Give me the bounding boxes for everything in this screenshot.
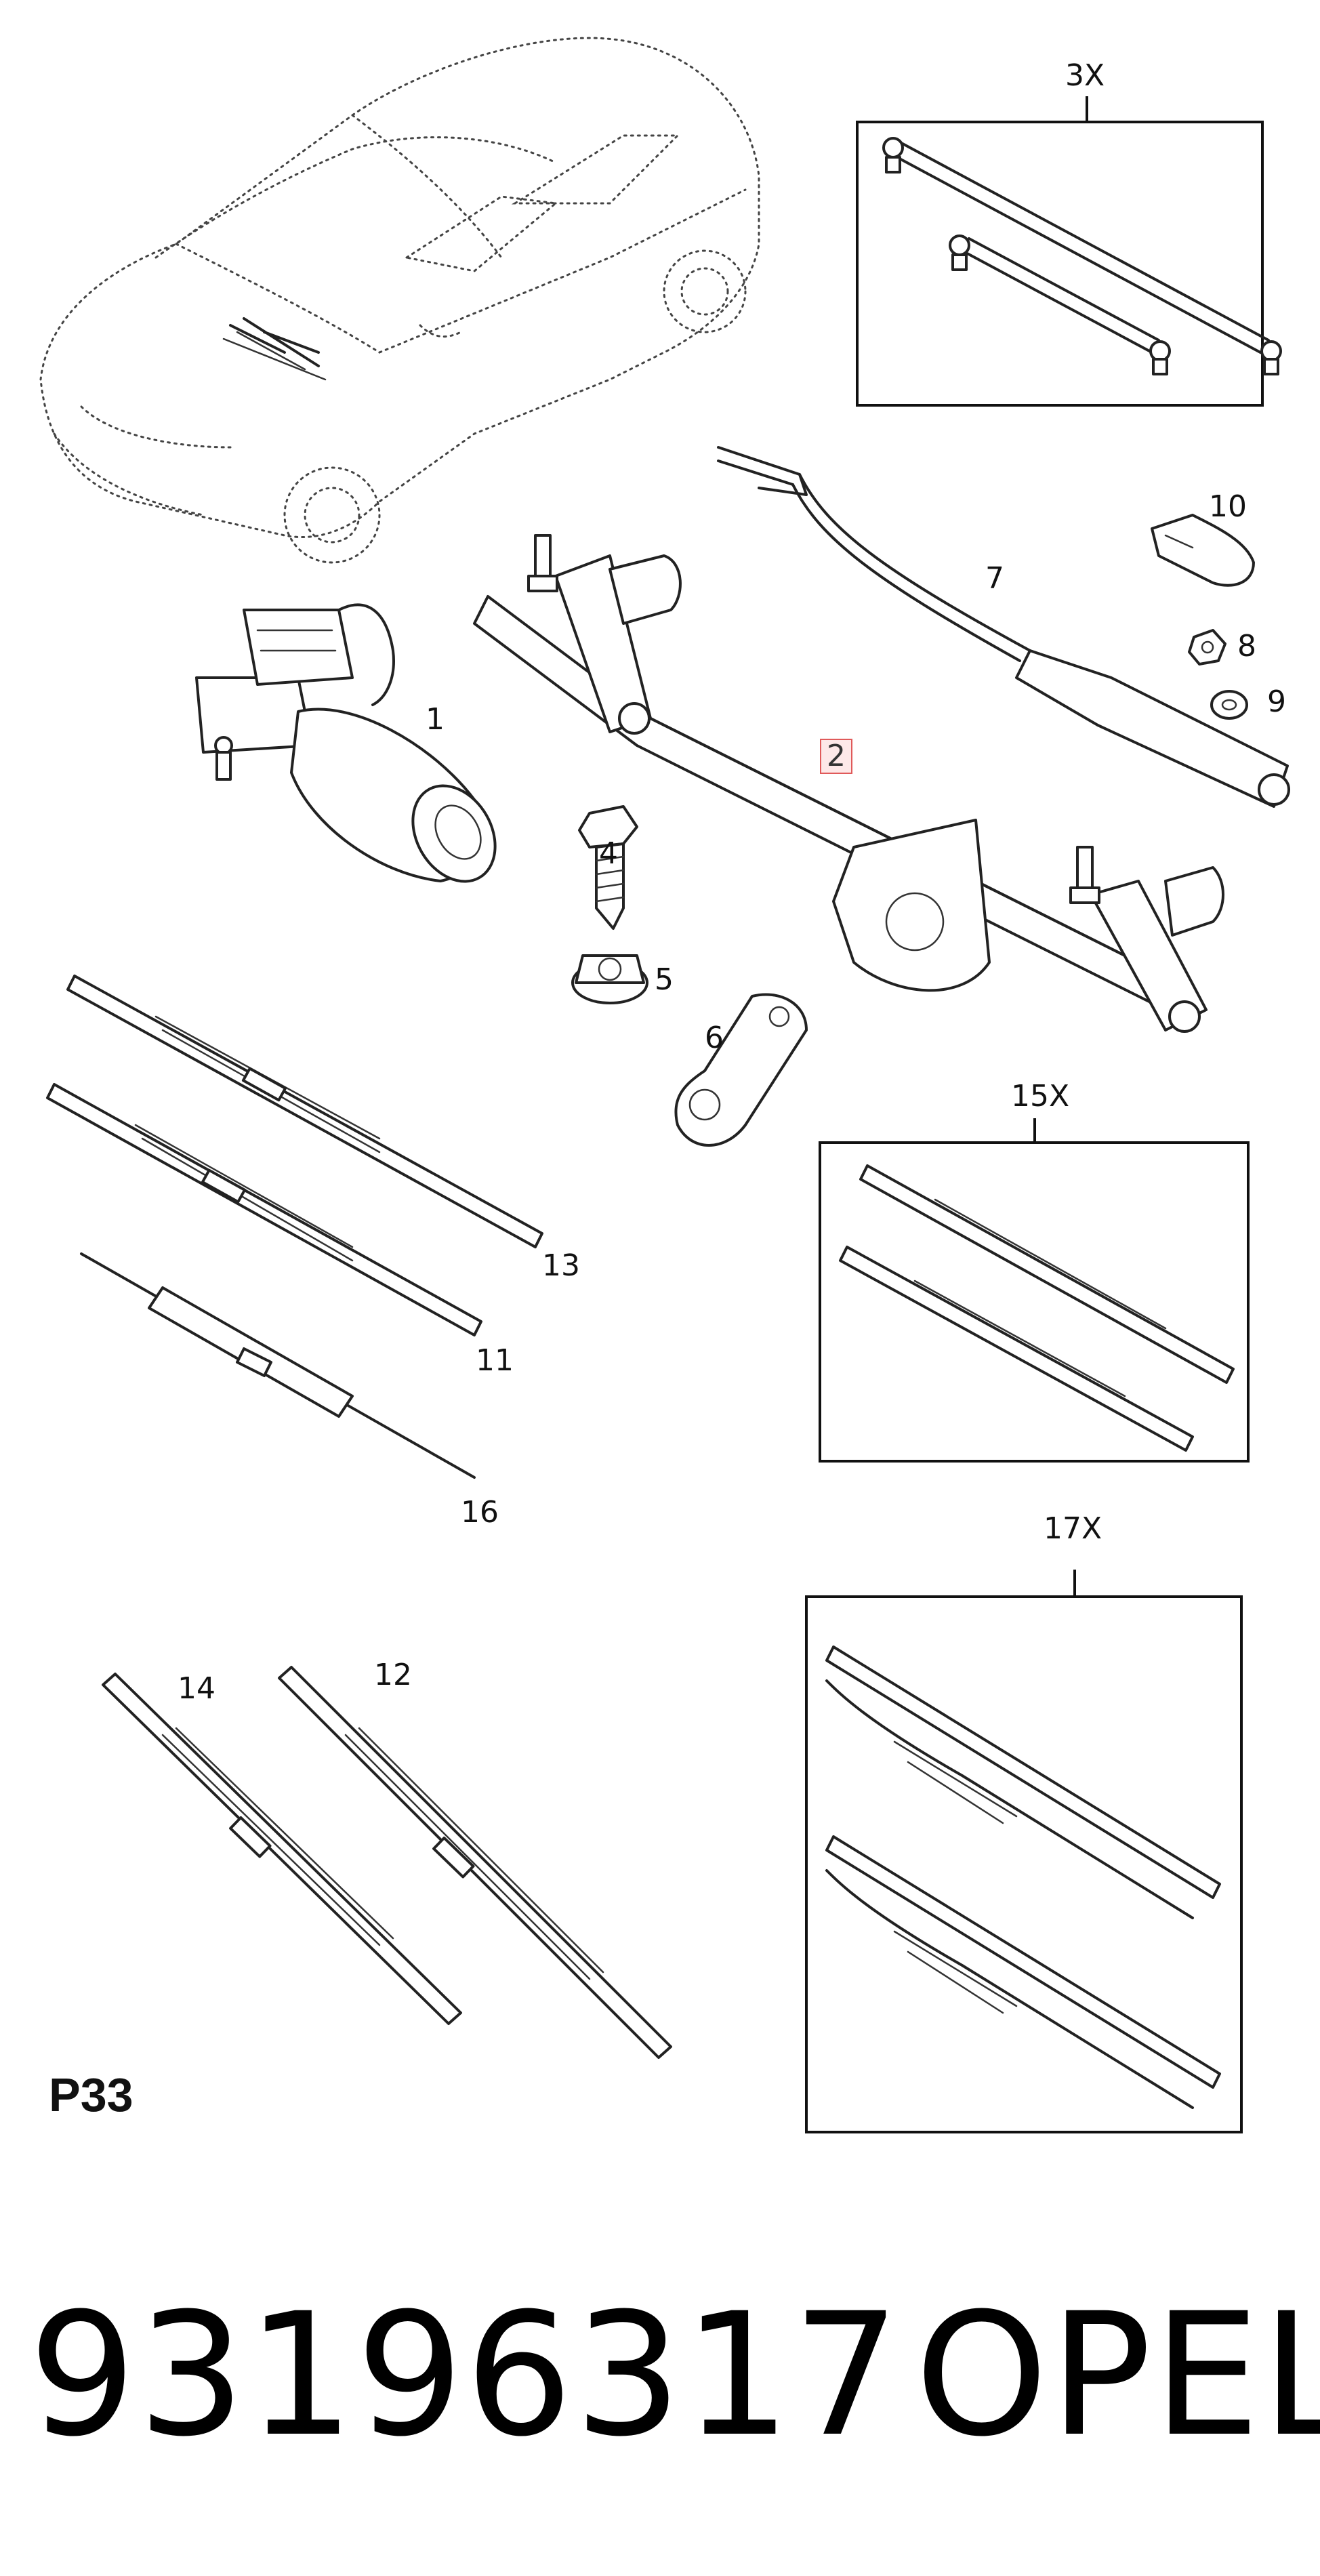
callout-7: 7 bbox=[985, 561, 1004, 596]
callout-1: 1 bbox=[426, 702, 445, 737]
callout-5: 5 bbox=[655, 962, 674, 997]
callout-17x: 17X bbox=[1044, 1511, 1102, 1546]
wiper-blade-14-illustration bbox=[102, 1673, 462, 2025]
hex-bolt-illustration bbox=[578, 805, 638, 930]
callout-8: 8 bbox=[1237, 629, 1256, 663]
wiper-arm-illustration bbox=[717, 446, 1290, 808]
callout-13: 13 bbox=[542, 1248, 580, 1283]
nut-illustration bbox=[1188, 629, 1226, 666]
callout-15x: 15X bbox=[1011, 1079, 1070, 1113]
arm-cap-illustration bbox=[1151, 514, 1255, 587]
callout-4: 4 bbox=[599, 836, 618, 871]
callout-16: 16 bbox=[461, 1495, 499, 1530]
wiper-linkage-frame bbox=[473, 534, 1224, 1033]
wiper-blade-12-illustration bbox=[278, 1666, 672, 2059]
callout-11: 11 bbox=[476, 1343, 514, 1378]
wiper-blade-kit-17x bbox=[825, 1645, 1221, 2109]
wiper-blade-11-illustration bbox=[46, 1083, 482, 1336]
callout-12: 12 bbox=[374, 1658, 412, 1692]
washer-illustration bbox=[1210, 690, 1248, 720]
wiper-motor-illustration bbox=[195, 603, 497, 883]
linkage-rod-set bbox=[882, 137, 1282, 375]
wiper-blade-set-15x bbox=[839, 1164, 1235, 1452]
callout-14: 14 bbox=[178, 1671, 215, 1706]
callout-2-highlighted: 2 bbox=[820, 739, 852, 774]
car-outline-illustration bbox=[39, 37, 760, 564]
wiper-blade-13-illustration bbox=[66, 975, 543, 1248]
callout-6: 6 bbox=[705, 1021, 724, 1055]
callout-10: 10 bbox=[1209, 489, 1247, 524]
page-code-label: P33 bbox=[49, 2068, 133, 2121]
callout-9: 9 bbox=[1267, 684, 1286, 719]
callout-3x: 3X bbox=[1065, 58, 1105, 93]
flange-nut-illustration bbox=[571, 954, 648, 1004]
mounting-bracket-illustration bbox=[674, 993, 808, 1147]
brand-name: OPEL bbox=[915, 2276, 1320, 2474]
part-number: 93196317 bbox=[28, 2276, 902, 2474]
wiper-blade-16-illustration bbox=[80, 1252, 476, 1479]
